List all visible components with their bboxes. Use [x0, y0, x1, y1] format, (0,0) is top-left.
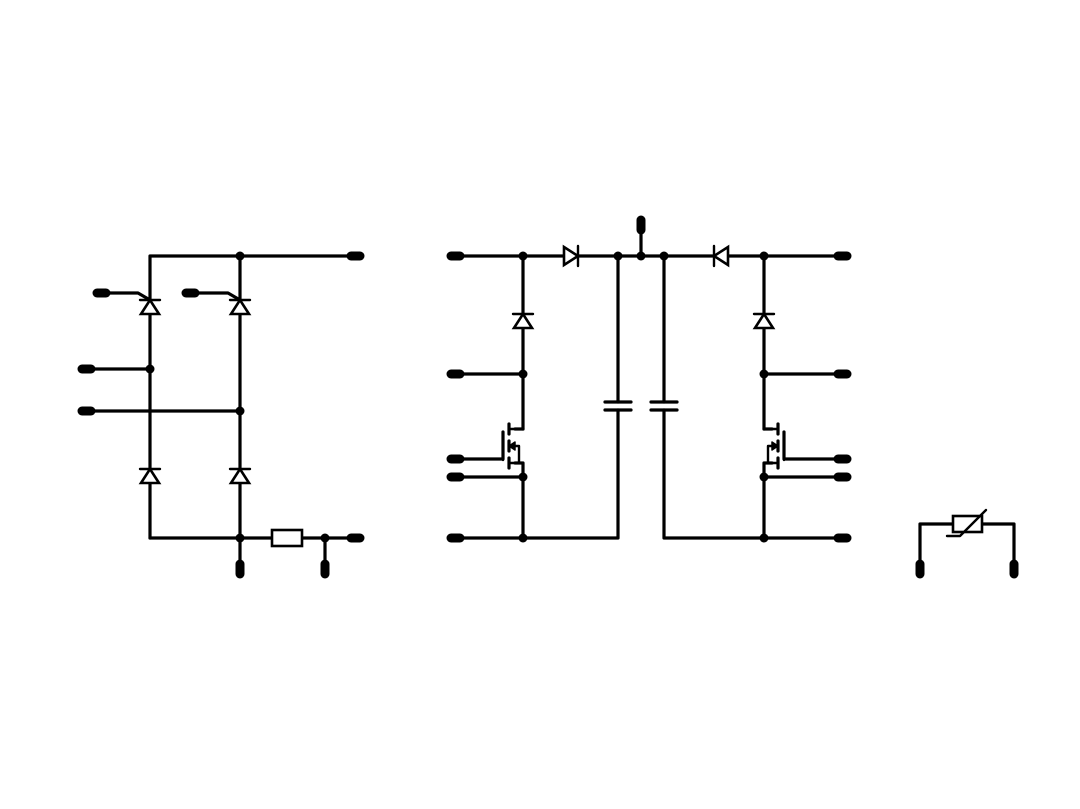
capacitor-right	[649, 400, 679, 412]
rectifier-junctions	[145, 251, 330, 543]
varistor	[945, 508, 988, 538]
varistor-block	[915, 508, 1019, 579]
pfc-terminals[interactable]	[446, 215, 852, 543]
pfc-junctions	[518, 251, 769, 543]
varistor-terminals[interactable]	[915, 559, 1019, 579]
mosfet-right	[766, 422, 786, 470]
rectifier-bridge	[77, 251, 365, 579]
diode-top-right	[711, 244, 730, 268]
mosfet-left	[501, 422, 521, 470]
diode-lower-right	[228, 466, 252, 485]
diode-left-leg	[511, 311, 535, 330]
diode-top-left	[562, 244, 581, 268]
rectifier-terminals[interactable]	[77, 251, 365, 579]
diode-lower-left	[138, 466, 162, 485]
pfc-wires	[453, 222, 844, 540]
diode-upper-right	[228, 297, 252, 316]
boost-pfc-stage	[446, 215, 852, 543]
rectifier-wires	[84, 254, 357, 570]
diode-upper-left	[138, 297, 162, 316]
diode-right-leg	[752, 311, 776, 330]
capacitor-left	[603, 400, 633, 412]
shunt-resistor	[270, 528, 304, 548]
